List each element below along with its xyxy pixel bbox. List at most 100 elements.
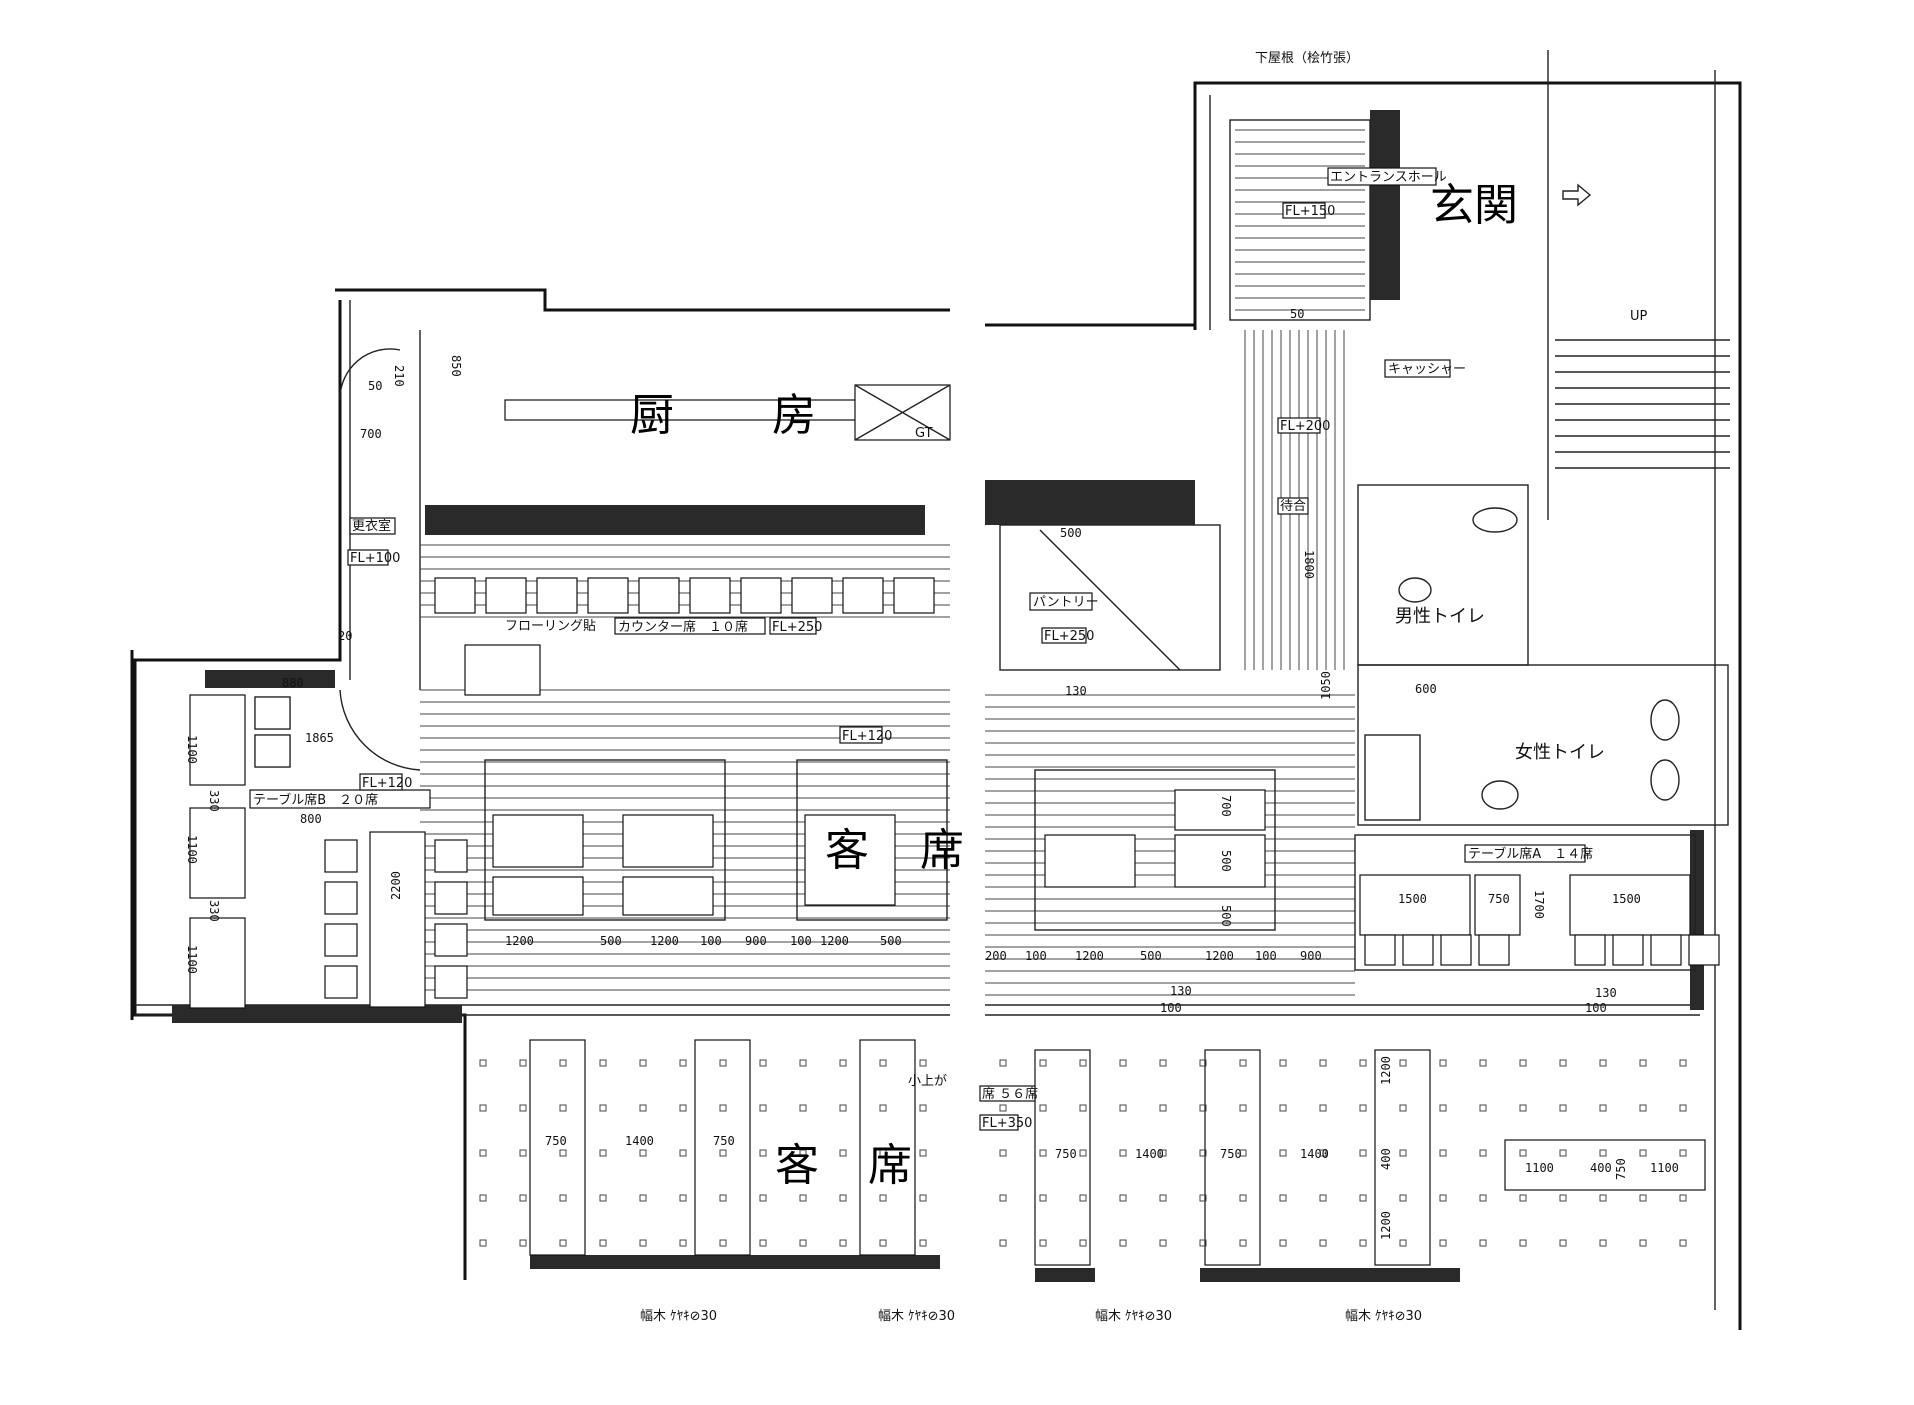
dim-20: 20 — [338, 629, 352, 643]
tatami-mark — [1199, 1104, 1207, 1112]
lower-seating-label-2: 席 — [868, 1140, 912, 1191]
left-wing-walls — [130, 288, 950, 1280]
tatami-mark — [1479, 1239, 1487, 1247]
zashiki-table — [1504, 1139, 1706, 1191]
tatami-mark — [999, 1104, 1007, 1112]
tatami-mark — [1119, 1149, 1127, 1157]
gt-label: GT — [915, 426, 933, 441]
chair — [254, 734, 291, 768]
tatami-mark — [1559, 1239, 1567, 1247]
tatami-mark — [1079, 1059, 1087, 1067]
kitchen-label-2: 房 — [772, 390, 816, 441]
up-label: UP — [1630, 309, 1648, 324]
tatami-mark — [1319, 1239, 1327, 1247]
dim-800: 800 — [300, 812, 322, 826]
dim-1400-r2: 1400 — [1300, 1147, 1329, 1161]
dimension-label: 100 — [1025, 949, 1047, 963]
tatami-mark — [1399, 1239, 1407, 1247]
tatami-mark — [639, 1104, 647, 1112]
tatami-mark — [1679, 1194, 1687, 1202]
tatami-mark — [1559, 1194, 1567, 1202]
tatami-mark — [1079, 1239, 1087, 1247]
tatami-mark — [759, 1194, 767, 1202]
tatami-mark — [719, 1239, 727, 1247]
tatami-mark — [1439, 1149, 1447, 1157]
koagari-label: 小上が — [908, 1074, 947, 1089]
tatami-mark — [919, 1059, 927, 1067]
tatami-mark — [919, 1149, 927, 1157]
tatami-mark — [1079, 1149, 1087, 1157]
counter-stool — [791, 577, 833, 614]
skirting-label-1: 幅木 ｹﾔｷ⊘30 — [640, 1309, 717, 1324]
tatami-mark — [1439, 1239, 1447, 1247]
dim-2200: 2200 — [389, 871, 403, 900]
dimension-label: 1200 — [650, 934, 679, 948]
fl-150-label: FL+150 — [1285, 204, 1335, 219]
seating-label-1: 客 — [825, 825, 869, 876]
dimension-label: 200 — [985, 949, 1007, 963]
tatami-mark — [1519, 1059, 1527, 1067]
counter-stool — [740, 577, 782, 614]
tatami-mark — [1639, 1194, 1647, 1202]
cashier-label: キャッシャー — [1388, 362, 1466, 377]
changing-room-label: 更衣室 — [352, 518, 391, 534]
tatami-mark — [1159, 1104, 1167, 1112]
tatami-mark — [639, 1194, 647, 1202]
seating-label-2: 席 — [920, 825, 964, 876]
dim-1100-r2: 1100 — [1650, 1161, 1679, 1175]
tatami-mark — [519, 1104, 527, 1112]
dim-100-r1: 100 — [1160, 1001, 1182, 1015]
table-b-area — [189, 694, 468, 1009]
tatami-mark — [1399, 1149, 1407, 1157]
dim-750-a: 750 — [1488, 892, 1510, 906]
chair — [434, 881, 468, 915]
tatami-mark — [479, 1149, 487, 1157]
right-seating-booths: 700 500 500 — [1034, 769, 1276, 931]
tatami-mark — [559, 1149, 567, 1157]
tatami-mark — [1599, 1149, 1607, 1157]
fl-200-label: FL+200 — [1280, 419, 1330, 434]
tatami-mark — [599, 1239, 607, 1247]
tatami-mark — [1359, 1239, 1367, 1247]
right-wing-walls — [985, 50, 1742, 1330]
waiting-label: 待合 — [1280, 499, 1306, 514]
pantry-label: パントリー — [1033, 595, 1099, 610]
tatami-mark — [1639, 1149, 1647, 1157]
pantry-area: パントリー FL+250 500 130 — [999, 524, 1221, 698]
tatami-mark — [1119, 1059, 1127, 1067]
dim-1400-r1: 1400 — [1135, 1147, 1164, 1161]
dim-130-r2: 130 — [1595, 986, 1617, 1000]
dim-50-r: 50 — [1290, 307, 1304, 321]
tatami-mark — [1559, 1104, 1567, 1112]
tatami-mark — [1479, 1149, 1487, 1157]
tatami-mark — [479, 1059, 487, 1067]
dim-1100-a: 1100 — [185, 735, 199, 764]
tatami-mark — [1119, 1194, 1127, 1202]
tatami-mark — [1119, 1239, 1127, 1247]
dim-400-r: 400 — [1379, 1148, 1393, 1170]
tatami-mark — [1479, 1194, 1487, 1202]
tatami-mark — [559, 1059, 567, 1067]
tatami-mark — [1599, 1104, 1607, 1112]
counter-stool — [638, 577, 680, 614]
dim-700-r: 500 — [1219, 850, 1233, 872]
tatami-mark — [1239, 1104, 1247, 1112]
dim-1050: 1050 — [1319, 671, 1333, 700]
tatami-mark — [1599, 1239, 1607, 1247]
table-a-label: テーブル席A １４席 — [1468, 846, 1593, 862]
chair — [1650, 934, 1682, 966]
tatami-mark — [679, 1149, 687, 1157]
tatami-mark — [719, 1149, 727, 1157]
mens-toilet-label: 男性トイレ — [1395, 606, 1485, 627]
tatami-mark — [1119, 1104, 1127, 1112]
tatami-mark — [1479, 1059, 1487, 1067]
chair — [324, 965, 358, 999]
dimension-label: 1200 — [820, 934, 849, 948]
tatami-mark — [1239, 1239, 1247, 1247]
tatami-mark — [1359, 1149, 1367, 1157]
zashiki-table — [859, 1039, 916, 1256]
dim-750-r3: 750 — [1614, 1158, 1628, 1180]
tatami-mark — [1199, 1149, 1207, 1157]
tatami-mark — [799, 1059, 807, 1067]
